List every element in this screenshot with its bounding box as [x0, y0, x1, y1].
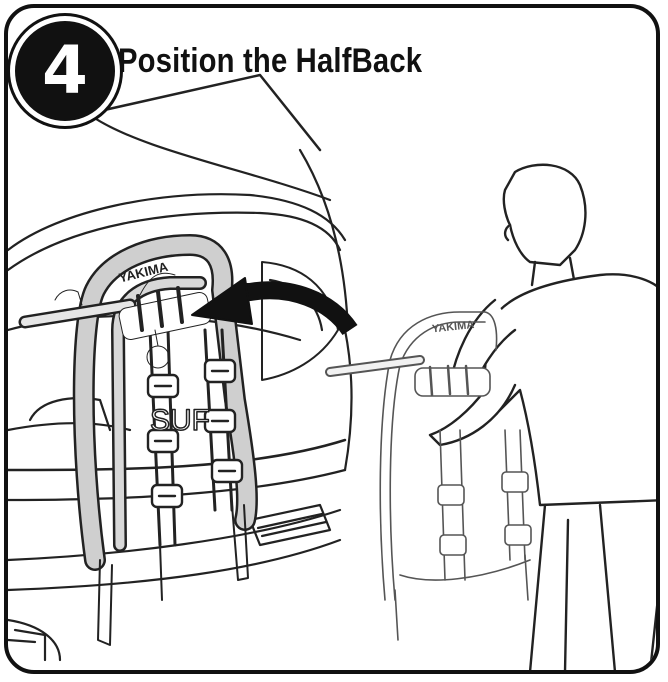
man-illustration: [428, 163, 656, 670]
step-number: 4: [42, 32, 88, 109]
mounted-rack: YAKIMA SUF: [18, 234, 258, 646]
held-rack: YAKIMA: [325, 311, 532, 641]
car-illustration: [8, 73, 353, 662]
curved-arrow: [191, 277, 358, 336]
car-badge-text: SUF: [150, 404, 210, 437]
held-rack-brand: YAKIMA: [431, 319, 474, 335]
step-title: Position the HalfBack: [118, 42, 423, 80]
step-number-badge: 4: [10, 16, 120, 126]
